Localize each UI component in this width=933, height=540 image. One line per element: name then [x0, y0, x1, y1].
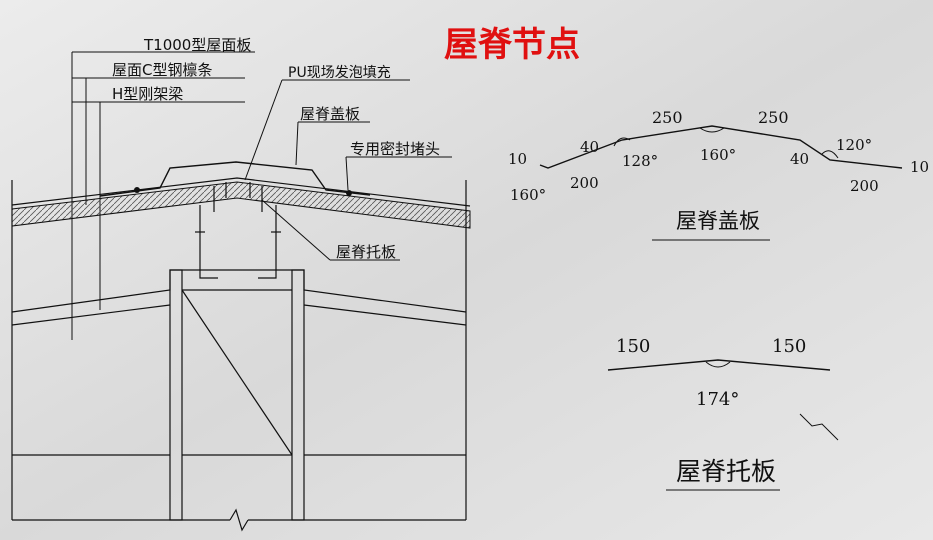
- cap-dim-10-right: 10: [910, 158, 929, 176]
- callout-ridge-cap: 屋脊盖板: [300, 105, 360, 123]
- cap-angle-160-left: 160°: [510, 186, 546, 204]
- support-angle-174: 174°: [696, 389, 739, 410]
- cap-dim-40-right: 40: [790, 150, 809, 168]
- layer-label-panel: T1000型屋面板: [143, 36, 251, 54]
- page-title: 屋脊节点: [444, 25, 580, 65]
- seal-left-icon: [134, 187, 140, 193]
- callout-ridge-support: 屋脊托板: [336, 243, 396, 261]
- break-leader: [799, 413, 839, 441]
- roof-section: [11, 161, 471, 532]
- callout-lines: [244, 79, 452, 261]
- cap-angle-128: 128°: [622, 152, 658, 170]
- cap-dim-10-left: 10: [508, 150, 527, 168]
- ridge-cap-angle-arcs: [613, 127, 839, 159]
- layer-label-beam: H型刚架梁: [112, 85, 183, 103]
- ridge-support-detail: 150 150 174° 屋脊托板: [607, 336, 839, 491]
- cap-angle-120: 120°: [836, 136, 872, 154]
- ridge-support-profile: [607, 359, 831, 371]
- ridge-cap-profile: [539, 125, 903, 169]
- cap-detail-title: 屋脊盖板: [676, 209, 760, 233]
- support-dim-150-right: 150: [772, 336, 806, 357]
- roof-panel: [11, 177, 471, 207]
- support-angle-arc: [705, 361, 731, 368]
- cap-dim-200-left: 200: [570, 174, 599, 192]
- cap-dim-200-right: 200: [850, 177, 879, 195]
- seal-right-icon: [346, 190, 352, 196]
- cap-angle-160-mid: 160°: [700, 146, 736, 164]
- support-detail-title: 屋脊托板: [676, 457, 776, 486]
- cap-dim-250-right: 250: [758, 108, 789, 127]
- support-dim-150-left: 150: [616, 336, 650, 357]
- callout-seal: 专用密封堵头: [350, 140, 440, 158]
- ridge-support-brackets: [195, 182, 281, 279]
- cap-dim-40-left: 40: [580, 138, 599, 156]
- cap-dim-250-left: 250: [652, 108, 683, 127]
- steel-frame: [11, 180, 467, 532]
- ridge-cap: [99, 161, 371, 197]
- ridge-cap-detail: 10 40 250 250 40 10 200 200 160° 128° 16…: [508, 108, 929, 241]
- callout-foam: PU现场发泡填充: [288, 65, 391, 81]
- layer-label-purlin: 屋面C型钢檩条: [112, 61, 212, 79]
